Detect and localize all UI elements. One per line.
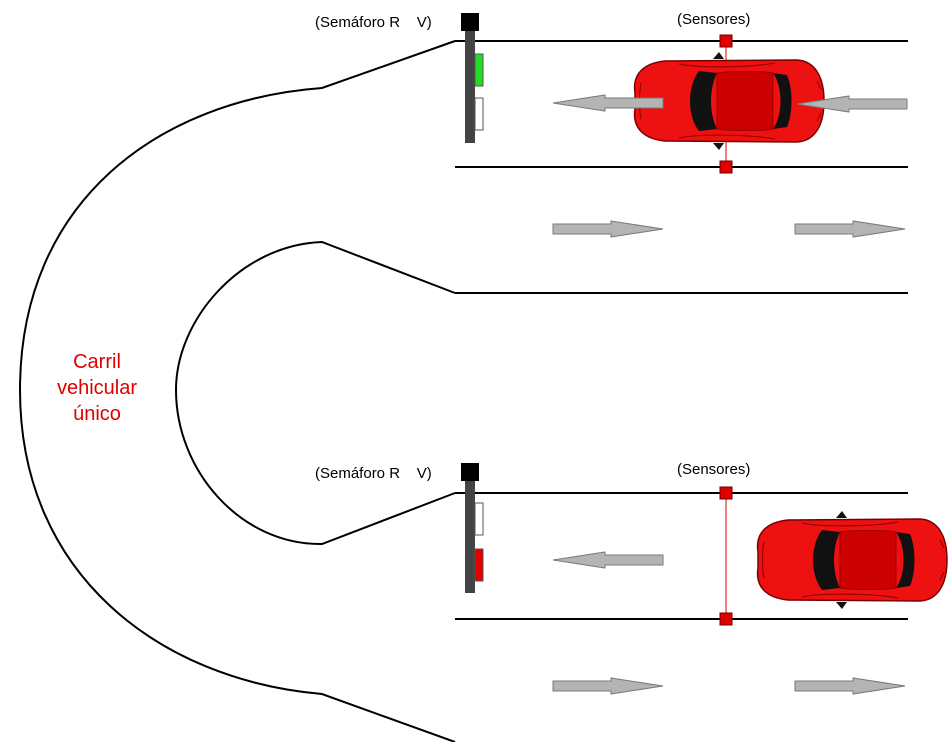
bottom-sensor-lower — [719, 612, 733, 626]
top-green-lamp — [474, 53, 484, 87]
bottom-sensor-upper — [719, 486, 733, 500]
top-traffic-light-label: (Semáforo R V) — [315, 14, 432, 31]
top-sensor-lower — [719, 160, 733, 174]
top-arrow-right-2 — [794, 220, 906, 238]
top-sensor-upper — [719, 34, 733, 48]
lane-label-line2: vehicular — [57, 377, 137, 399]
bottom-red-lamp — [474, 548, 484, 582]
bottom-sensors — [719, 486, 733, 626]
bottom-traffic-light — [461, 463, 484, 593]
outer-road-edge — [18, 40, 456, 742]
bottom-arrow-right-1 — [552, 677, 664, 695]
bottom-arrow-left — [552, 551, 664, 569]
bottom-green-lamp — [474, 502, 484, 536]
inner-road-edge — [174, 240, 456, 546]
top-sensors-label: (Sensores) — [677, 11, 750, 28]
top-arrow-right-1 — [552, 220, 664, 238]
bottom-arrow-right-2 — [794, 677, 906, 695]
bottom-traffic-light-label: (Semáforo R V) — [315, 465, 432, 482]
bottom-sensors-label: (Sensores) — [677, 461, 750, 478]
top-red-lamp — [474, 97, 484, 131]
lane-label-line3: único — [73, 403, 121, 425]
bottom-car — [756, 510, 948, 610]
lane-label-line1: Carril — [73, 351, 121, 373]
top-traffic-light — [461, 13, 484, 143]
